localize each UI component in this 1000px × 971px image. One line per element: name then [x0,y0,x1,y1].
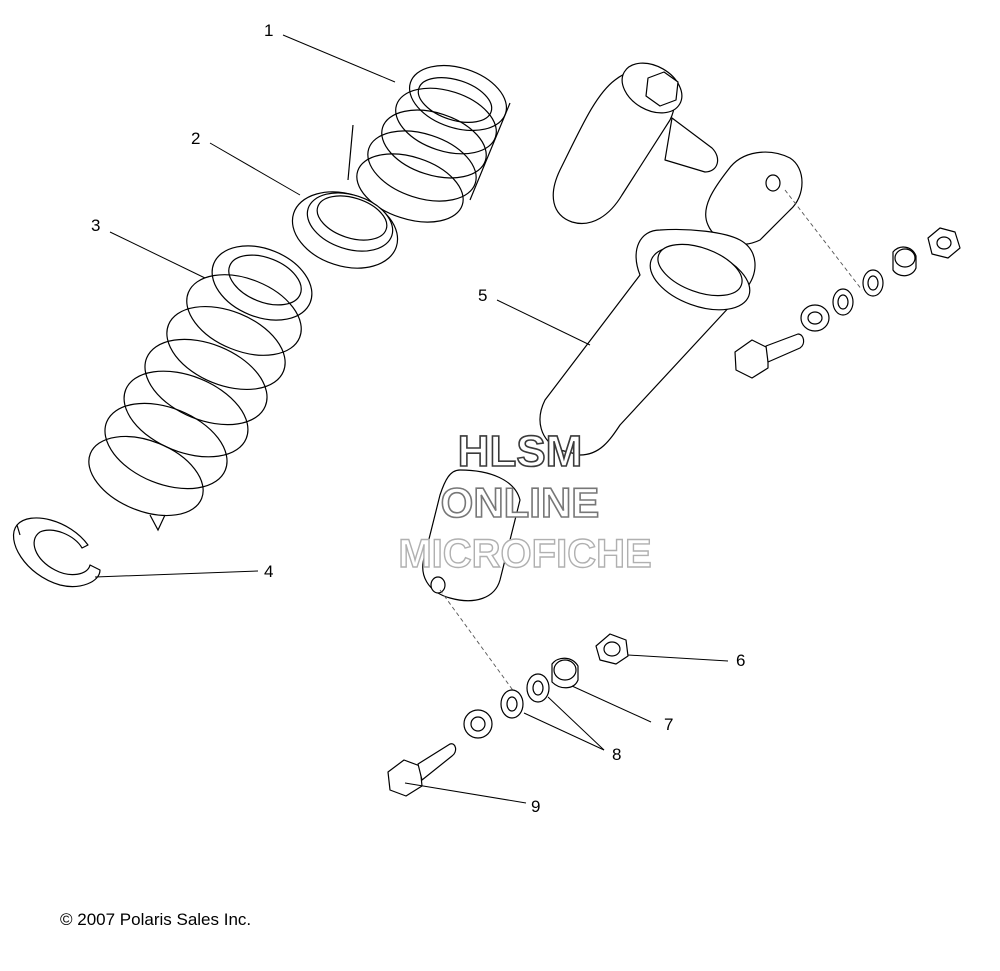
callout-3: 3 [91,216,101,235]
lower-axis-line [439,589,521,701]
callout-2: 2 [191,129,201,148]
upper-axis-line [784,189,863,291]
main-spring [88,245,313,532]
spring-adapter [291,191,399,269]
callout-6: 6 [736,651,746,670]
spring-retainer [12,517,101,588]
callout-4: 4 [264,562,274,581]
watermark-line-2: ONLINE [440,479,600,526]
callout-9: 9 [531,797,541,816]
copyright-notice: © 2007 Polaris Sales Inc. [60,910,252,929]
callout-1: 1 [264,21,274,40]
shock-body [422,62,803,602]
callout-7: 7 [664,715,674,734]
callout-8: 8 [612,745,622,764]
lower-hardware [387,633,629,797]
watermark-line-3: MICROFICHE [398,532,653,576]
watermark-line-1: HLSM [457,427,583,476]
upper-hardware [734,227,961,379]
callout-5: 5 [478,286,488,305]
upper-spring [347,64,511,223]
leader-lines [94,34,729,804]
